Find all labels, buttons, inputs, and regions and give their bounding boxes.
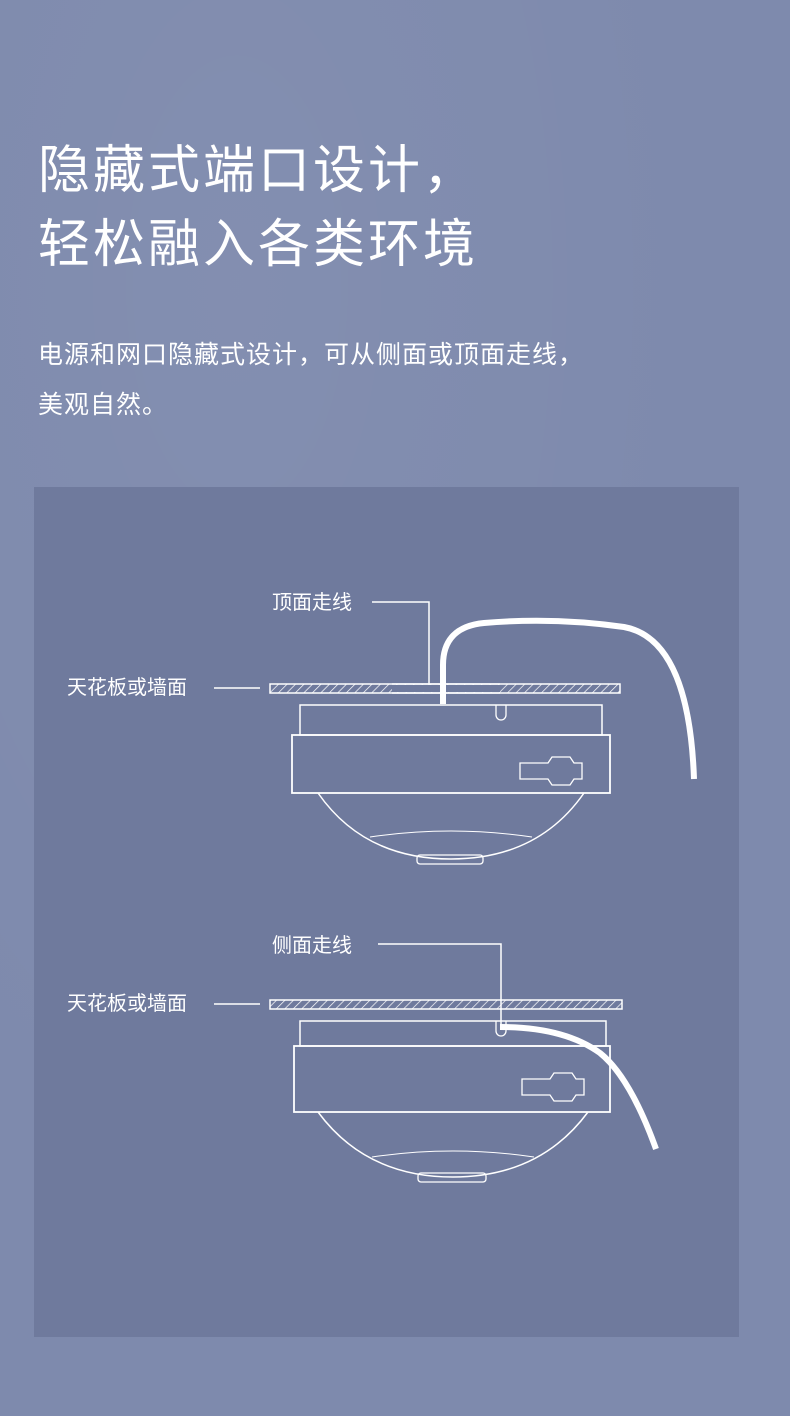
side-wiring-label: 侧面走线 [272, 933, 352, 957]
side-camera-lens [417, 1172, 487, 1183]
top-surface-label: 天花板或墙面 [67, 675, 187, 699]
top-camera-dome [317, 792, 585, 860]
top-camera-body [291, 734, 611, 794]
description: 电源和网口隐藏式设计，可从侧面或顶面走线， 美观自然。 [38, 330, 758, 430]
side-camera-dome [317, 1111, 589, 1178]
top-cable [440, 617, 697, 780]
side-screw-slot [495, 1021, 507, 1037]
top-wiring-diagram: 顶面走线 天花板或墙面 [67, 590, 697, 865]
side-camera-body [293, 1045, 611, 1113]
top-camera-lens [416, 854, 484, 865]
top-dome-ring [369, 830, 533, 838]
description-line-2: 美观自然。 [38, 390, 169, 419]
top-port-cover [519, 756, 583, 786]
top-wiring-label: 顶面走线 [272, 590, 352, 614]
side-port-cover [521, 1072, 585, 1102]
description-line-1: 电源和网口隐藏式设计，可从侧面或顶面走线， [38, 340, 585, 369]
headline: 隐藏式端口设计， 轻松融入各类环境 [38, 134, 478, 282]
headline-line-1: 隐藏式端口设计， [38, 141, 479, 201]
wiring-diagram: 顶面走线 天花板或墙面 [67, 590, 697, 1183]
top-wiring-leader-line [372, 601, 430, 687]
side-cable [499, 1024, 659, 1151]
side-wiring-diagram: 侧面走线 天花板或墙面 [67, 933, 659, 1183]
top-screw-slot [495, 705, 507, 721]
side-ceiling-surface [269, 999, 623, 1010]
side-dome-ring [371, 1150, 535, 1158]
headline-line-2: 轻松融入各类环境 [38, 215, 479, 275]
wiring-diagram-panel: 顶面走线 天花板或墙面 [34, 487, 739, 1337]
side-surface-label: 天花板或墙面 [67, 991, 187, 1015]
top-mounting-plate [299, 704, 603, 736]
side-wiring-leader-line [378, 943, 502, 1025]
